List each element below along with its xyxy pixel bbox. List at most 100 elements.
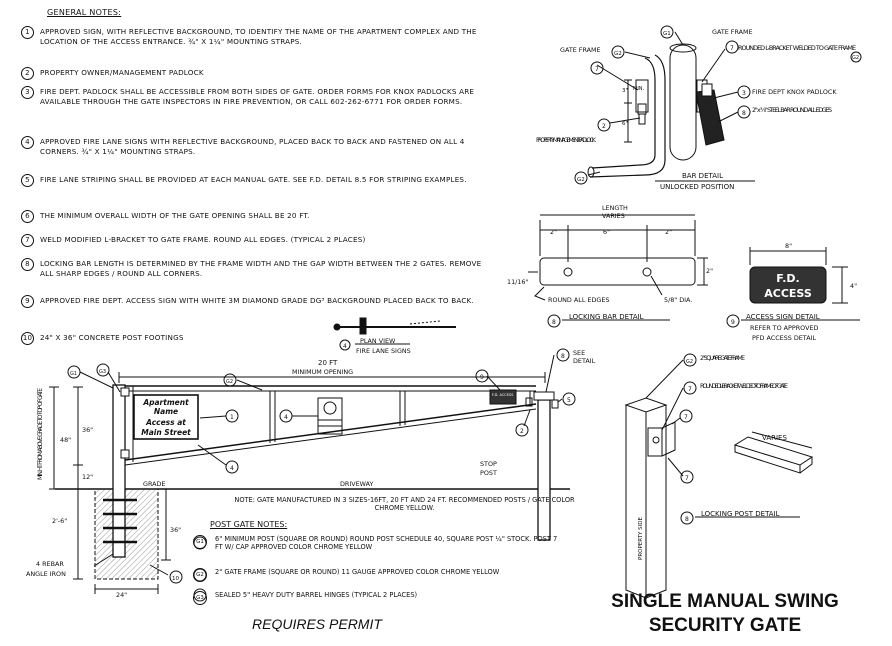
lb-round: ROUND ALL EDGES [548, 296, 609, 304]
elev-tag-5: 5 [567, 397, 571, 404]
lp-varies: VARIES [762, 434, 787, 442]
pv-num: 4 [343, 343, 347, 350]
bd-mgmt: PROPERTY MANAGEMENT PADLOCK [536, 136, 597, 144]
as-title: ACCESS SIGN DETAIL [746, 313, 820, 321]
pv-title: PLAN VIEW [360, 337, 396, 345]
bd-tag-g1: G1 [663, 31, 671, 37]
elev-min-ht: MIN. HT FROM ABOVE GRADE TO TOP OF GATE [37, 388, 44, 480]
bd-tag-g2a: G2 [614, 51, 622, 57]
bd-tag-2: 2 [602, 123, 606, 130]
as-num: 9 [731, 319, 735, 326]
elev-12: 12" [82, 473, 93, 481]
bd-tag-7a: 7 [595, 66, 599, 73]
apt-sign-1: Apartment [142, 398, 189, 407]
lp-property-side: PROPERTY SIDE [638, 517, 644, 560]
elev-stop1: STOP [480, 460, 497, 468]
bd-knox: FIRE DEPT KNOX PADLOCK [752, 88, 837, 96]
as-line2: ACCESS [764, 287, 812, 300]
access-sign-detail [726, 247, 860, 328]
elev-see: SEE [573, 349, 585, 357]
bd-dim-min: MIN. [633, 86, 645, 92]
bd-tag-g2c: G2 [577, 177, 585, 183]
elev-36a: 36" [82, 426, 93, 434]
elev-48: 48" [60, 436, 71, 444]
elev-driveway: DRIVEWAY [340, 480, 373, 488]
elev-tag-g1: G1 [70, 371, 77, 377]
post-gate-title: POST GATE NOTES: [210, 520, 288, 529]
requires-permit: REQUIRES PERMIT [252, 616, 382, 632]
bd-title: BAR DETAIL [682, 172, 723, 180]
elev-tag-1: 1 [230, 414, 234, 421]
elev-opening-ft: 20 FT [318, 359, 338, 367]
elev-detail: DETAIL [573, 357, 596, 365]
as-line1: F.D. [776, 272, 799, 285]
lb-1116: 11/16" [507, 278, 528, 286]
lp-7c: 7 [685, 475, 689, 482]
drawing-title: SINGLE MANUAL SWING SECURITY GATE [560, 590, 890, 638]
gate-elevation [49, 348, 576, 594]
locking-bar-detail [528, 214, 708, 328]
bd-gate-frame-left: GATE FRAME [560, 46, 601, 54]
as-sub1: REFER TO APPROVED [750, 324, 818, 332]
bd-steel-bar: 2" x ⅜" STEEL BAR ROUND ALL EDGES [752, 106, 832, 114]
locking-post-detail [624, 353, 814, 599]
elev-fd-small: F.D. ACCESS [492, 393, 514, 397]
apt-sign-4: Main Street [141, 428, 191, 437]
lp-7b: 7 [684, 414, 688, 421]
lb-2a: 2" [550, 228, 557, 236]
elev-tag-8: 8 [561, 353, 565, 360]
plan-view-fire-lane-signs [333, 317, 456, 351]
elev-tag-2: 2 [520, 428, 524, 435]
elev-grade: GRADE [143, 480, 165, 488]
bd-tag-3: 3 [742, 90, 746, 97]
as-w: 8" [785, 242, 792, 250]
lp-title: LOCKING POST DETAIL [701, 510, 780, 518]
lb-2b: 2" [665, 228, 672, 236]
bd-subtitle: UNLOCKED POSITION [660, 183, 734, 191]
elev-opening: MINIMUM OPENING [292, 368, 353, 376]
lp-bracket: ROUNDED L-BRACKET WELDED TO FRAME OF GAT… [700, 382, 788, 390]
lp-square: 2" SQUARE GATE FRAME [700, 354, 745, 362]
general-notes-title: GENERAL NOTES: [47, 8, 122, 17]
lp-7a: 7 [688, 386, 692, 393]
left-bracket [635, 79, 649, 113]
lb-length: LENGTH [602, 204, 628, 212]
apt-sign-2: Name [154, 407, 178, 416]
pv-sub: FIRE LANE SIGNS [356, 347, 411, 355]
bd-gate-frame-right: GATE FRAME [712, 28, 753, 36]
drawing-title-line1: SINGLE MANUAL SWING [611, 591, 839, 612]
elev-tag-9: 9 [480, 374, 484, 381]
bd-tag-7b: 7 [730, 45, 734, 52]
drawing-title-line2: SECURITY GATE [648, 615, 802, 636]
lb-title: LOCKING BAR DETAIL [569, 313, 644, 321]
elev-24: 24" [116, 591, 127, 599]
bd-tag-g2b: G2 [852, 55, 859, 61]
bd-dim-3: 3" [622, 88, 628, 94]
elev-36b: 36" [170, 526, 181, 534]
elev-tag-g3: G3 [99, 369, 106, 375]
manufactured-note: NOTE: GATE MANUFACTURED IN 3 SIZES-16FT,… [234, 496, 575, 512]
lb-num: 8 [552, 319, 556, 326]
lp-g2: G2 [686, 359, 693, 365]
elev-rebar: 4 REBAR [36, 560, 64, 568]
as-h: 4" [850, 282, 857, 290]
elev-26: 2'-6" [52, 517, 67, 525]
elev-tag-4a: 4 [284, 414, 288, 421]
elev-tag-4b: 4 [230, 465, 234, 472]
lb-varies: VARIES [602, 212, 625, 220]
as-sub2: PFD ACCESS DETAIL [752, 334, 816, 342]
bd-dim-6: 6" [622, 121, 628, 127]
elev-stop2: POST [480, 469, 497, 477]
fd-access-sign [749, 266, 827, 304]
lb-dia: 5/8" DIA. [664, 296, 692, 304]
lb-6: 6" [603, 228, 610, 236]
